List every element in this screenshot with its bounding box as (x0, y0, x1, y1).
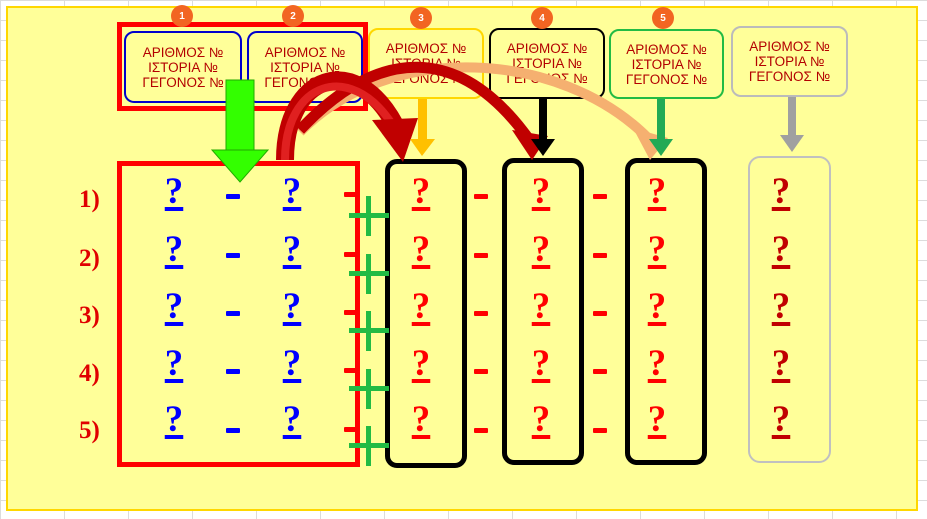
header-card-4-line-1: ΑΡΙΘΜΟΣ № (506, 41, 588, 56)
row-4-col-1-question-mark: ? (164, 343, 184, 384)
header-card-1: ΑΡΙΘΜΟΣ № ΙΣΤΟΡΙΑ № ΓΕΓΟΝΟΣ № (124, 31, 242, 103)
answer-column-6-frame (748, 156, 831, 463)
row-4-red-minus-b (474, 369, 488, 374)
answer-column-3-frame (385, 159, 467, 468)
row-4-col-4-question-mark: ? (531, 343, 551, 384)
row-1-col-3-question-mark: ? (411, 171, 431, 212)
row-4-col-2-question-mark: ? (282, 343, 302, 384)
badge-1: 1 (171, 5, 193, 27)
header-card-3-line-1: ΑΡΙΘΜΟΣ № (385, 41, 467, 56)
row-1-col-6-question-mark: ? (771, 171, 791, 212)
row-2-blue-minus (226, 253, 240, 258)
header-card-6-line-2: ΙΣΤΟΡΙΑ № (754, 54, 825, 69)
row-1-col-5-question-mark: ? (647, 171, 667, 212)
row-2-red-minus-c (593, 253, 607, 258)
row-5-blue-minus (226, 428, 240, 433)
row-5-plus-v (366, 426, 371, 466)
row-3-red-minus-c (593, 311, 607, 316)
row-label-2: 2) (79, 245, 100, 272)
row-3-red-minus-a (344, 310, 356, 315)
row-1-col-1-question-mark: ? (164, 171, 184, 212)
row-1-red-minus-b (474, 194, 488, 199)
badge-3: 3 (410, 7, 432, 29)
row-2-red-minus-a (344, 252, 356, 257)
row-2-col-6-question-mark: ? (771, 229, 791, 270)
badge-5: 5 (652, 7, 674, 29)
header-card-1-line-1: ΑΡΙΘΜΟΣ № (142, 44, 224, 60)
row-3-col-5-question-mark: ? (647, 286, 667, 327)
header-card-2: ΑΡΙΘΜΟΣ № ΙΣΤΟΡΙΑ № ΓΕΓΟΝΟΣ № (247, 31, 363, 103)
row-3-col-6-question-mark: ? (771, 286, 791, 327)
header-card-4-line-2: ΙΣΤΟΡΙΑ № (512, 56, 582, 71)
header-card-5-line-1: ΑΡΙΘΜΟΣ № (626, 41, 707, 57)
row-4-red-minus-a (344, 368, 356, 373)
row-3-plus-v (366, 311, 371, 351)
header-card-2-line-3: ΓΕΓΟΝΟΣ № (264, 74, 346, 90)
row-1-blue-minus (226, 194, 240, 199)
header-card-6: ΑΡΙΘΜΟΣ № ΙΣΤΟΡΙΑ № ΓΕΓΟΝΟΣ № (731, 26, 848, 97)
row-label-1: 1) (79, 186, 100, 213)
header-card-6-line-3: ΓΕΓΟΝΟΣ № (748, 69, 831, 84)
row-2-col-1-question-mark: ? (164, 229, 184, 270)
header-card-1-line-3: ΓΕΓΟΝΟΣ № (142, 74, 224, 90)
badge-4: 4 (531, 7, 553, 29)
row-3-col-2-question-mark: ? (282, 286, 302, 327)
header-card-3-line-2: ΙΣΤΟΡΙΑ № (391, 56, 461, 71)
header-card-3-line-3: ΓΕΓΟΝΟΣ № (385, 71, 467, 86)
row-3-col-4-question-mark: ? (531, 286, 551, 327)
header-card-4-line-3: ΓΕΓΟΝΟΣ № (506, 71, 588, 86)
row-5-col-5-question-mark: ? (647, 399, 667, 440)
row-5-red-minus-c (593, 428, 607, 433)
row-2-col-2-question-mark: ? (282, 229, 302, 270)
answer-column-5-frame (625, 158, 707, 465)
row-label-4: 4) (79, 360, 100, 387)
header-card-2-line-1: ΑΡΙΘΜΟΣ № (264, 44, 346, 60)
header-card-4: ΑΡΙΘΜΟΣ № ΙΣΤΟΡΙΑ № ΓΕΓΟΝΟΣ № (489, 28, 605, 99)
row-5-col-2-question-mark: ? (282, 399, 302, 440)
row-2-col-3-question-mark: ? (411, 229, 431, 270)
row-4-blue-minus (226, 369, 240, 374)
header-card-5-line-3: ΓΕΓΟΝΟΣ № (625, 71, 708, 87)
header-card-1-line-2: ΙΣΤΟΡΙΑ № (148, 59, 218, 75)
row-4-col-5-question-mark: ? (647, 343, 667, 384)
row-5-col-1-question-mark: ? (164, 399, 184, 440)
row-4-plus-v (366, 369, 371, 409)
header-card-5-line-2: ΙΣΤΟΡΙΑ № (631, 56, 702, 72)
row-1-col-4-question-mark: ? (531, 171, 551, 212)
row-2-red-minus-b (474, 253, 488, 258)
row-1-red-minus-c (593, 194, 607, 199)
row-2-col-5-question-mark: ? (647, 229, 667, 270)
row-5-red-minus-a (344, 427, 356, 432)
row-label-5: 5) (79, 417, 100, 444)
row-2-col-4-question-mark: ? (531, 229, 551, 270)
header-card-2-line-2: ΙΣΤΟΡΙΑ № (270, 59, 340, 75)
row-5-red-minus-b (474, 428, 488, 433)
row-4-red-minus-c (593, 369, 607, 374)
header-card-5: ΑΡΙΘΜΟΣ № ΙΣΤΟΡΙΑ № ΓΕΓΟΝΟΣ № (609, 29, 724, 99)
row-4-col-3-question-mark: ? (411, 343, 431, 384)
header-card-3: ΑΡΙΘΜΟΣ № ΙΣΤΟΡΙΑ № ΓΕΓΟΝΟΣ № (368, 28, 484, 99)
row-2-plus-v (366, 254, 371, 294)
row-5-col-3-question-mark: ? (411, 399, 431, 440)
header-card-6-line-1: ΑΡΙΘΜΟΣ № (749, 39, 830, 54)
row-3-red-minus-b (474, 311, 488, 316)
row-5-col-4-question-mark: ? (531, 399, 551, 440)
row-1-col-2-question-mark: ? (282, 171, 302, 212)
row-3-col-1-question-mark: ? (164, 286, 184, 327)
badge-2: 2 (282, 5, 304, 27)
row-3-blue-minus (226, 311, 240, 316)
row-1-plus-v (366, 196, 371, 236)
row-5-col-6-question-mark: ? (771, 399, 791, 440)
row-3-col-3-question-mark: ? (411, 286, 431, 327)
answer-column-4-frame (502, 158, 584, 465)
row-1-red-minus-a (344, 192, 356, 197)
row-label-3: 3) (79, 302, 100, 329)
row-4-col-6-question-mark: ? (771, 343, 791, 384)
